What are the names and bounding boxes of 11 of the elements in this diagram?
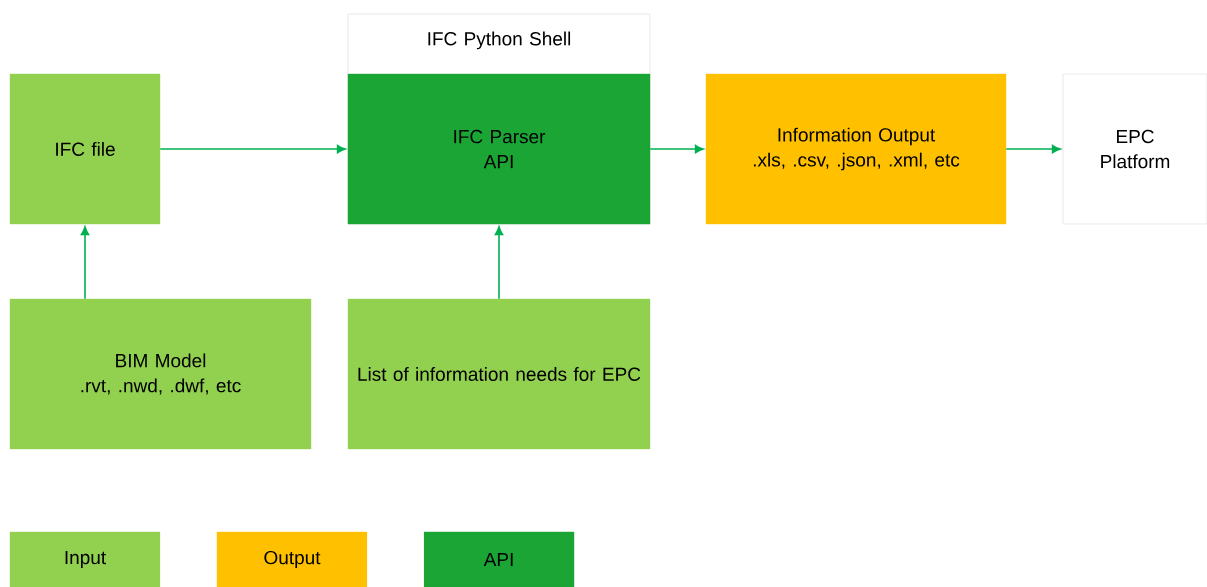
arrow (80, 226, 90, 300)
arrow (649, 144, 704, 154)
arrow (159, 144, 346, 154)
arrow (1005, 144, 1061, 154)
platform-box: EPC Platform (1062, 73, 1207, 225)
arrow (494, 226, 504, 300)
input-box: BIM Model .rvt, .nwd, .dwf, etc (9, 298, 312, 450)
input-box: IFC file (9, 73, 161, 225)
input-box: List of information needs for EPC (347, 298, 651, 450)
api-box: IFC Parser API (347, 73, 651, 225)
output-box: Information Output .xls, .csv, .json, .xml, etc (705, 73, 1007, 225)
